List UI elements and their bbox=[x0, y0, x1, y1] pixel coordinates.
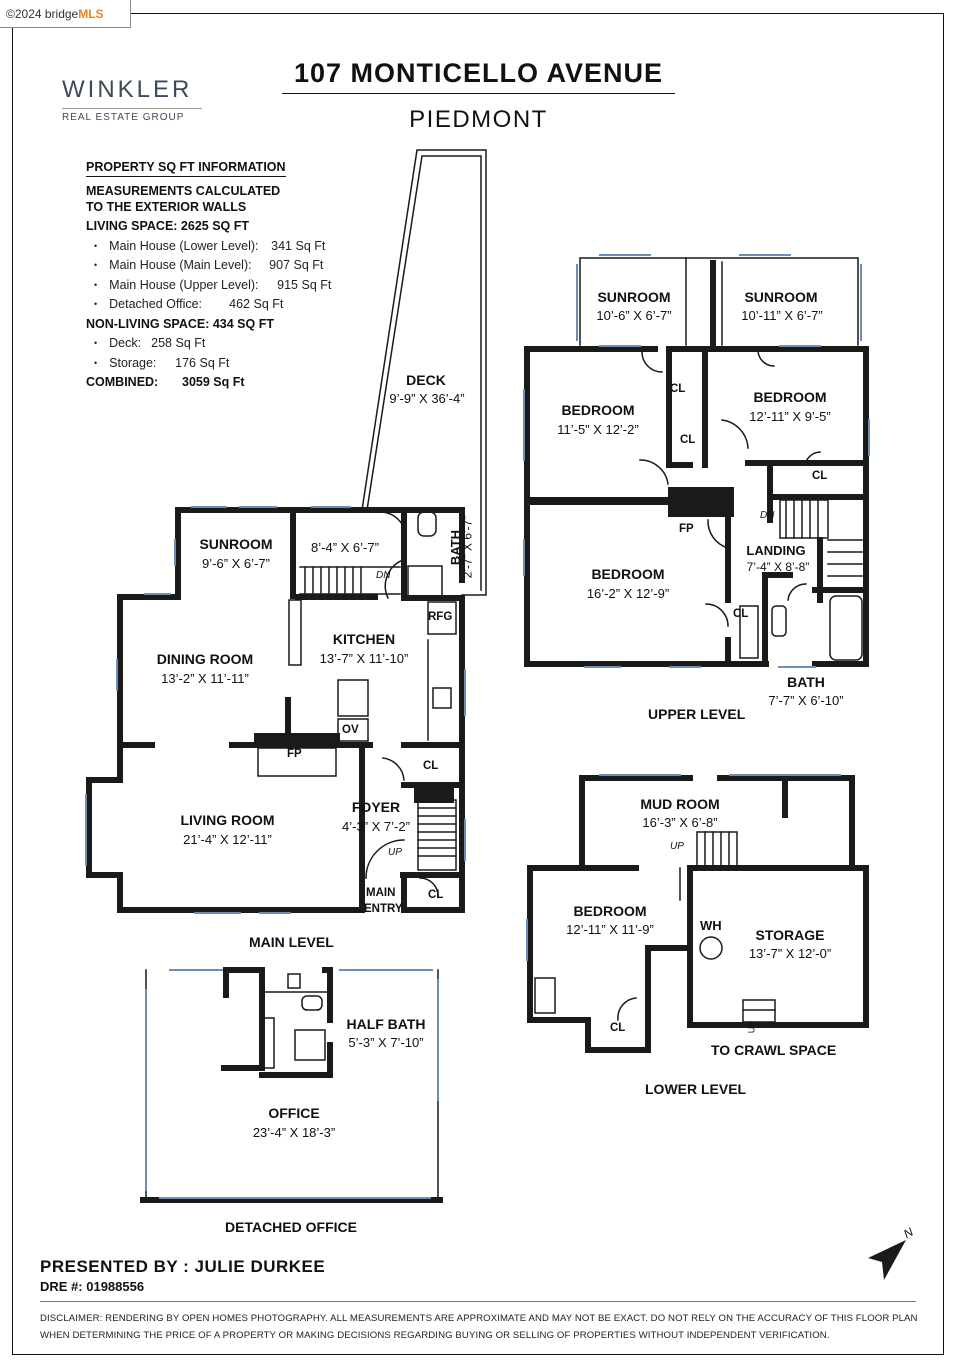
upper-bath-label: BATH bbox=[787, 674, 825, 690]
stair-up-label: UP bbox=[388, 847, 402, 858]
main-fireplace-label: FP bbox=[287, 748, 302, 760]
bedroom-upper-big-label: BEDROOM bbox=[591, 566, 665, 582]
bedroom-lower-label: BEDROOM bbox=[573, 903, 647, 919]
mud-room-dimensions: 16’-3” X 6’-8” bbox=[642, 815, 718, 830]
bedroom-upper-right-label: BEDROOM bbox=[753, 389, 827, 405]
dining-room-label: DINING ROOM bbox=[156, 651, 254, 667]
disclaimer-line-1: DISCLAIMER: RENDERING BY OPEN HOMES PHOT… bbox=[40, 1313, 918, 1324]
sqft-heading: PROPERTY SQ FT INFORMATION bbox=[86, 160, 286, 177]
lower-level-title: LOWER LEVEL bbox=[645, 1081, 747, 1097]
logo-subtitle: REAL ESTATE GROUP bbox=[62, 108, 202, 123]
main-entry-label-2: ENTRY bbox=[364, 903, 403, 915]
living-room-dimensions: 21’-4” X 12’-11” bbox=[183, 832, 272, 847]
dre-number: DRE #: 01988556 bbox=[40, 1279, 145, 1294]
landing-label: LANDING bbox=[746, 543, 806, 558]
crawl-up-label: UP bbox=[746, 1020, 757, 1034]
deck-label: DECK bbox=[406, 372, 446, 388]
storage-label: STORAGE bbox=[755, 927, 825, 943]
oven-label: OV bbox=[342, 724, 359, 736]
page-frame bbox=[12, 13, 944, 1355]
sunroom-upper-right-dimensions: 10’-11” X 6’-7” bbox=[741, 308, 823, 323]
presented-by: PRESENTED BY : JULIE DURKEE bbox=[40, 1257, 326, 1276]
list-item: Detached Office:462 Sq Ft bbox=[86, 295, 366, 315]
entry-closet-label: CL bbox=[428, 889, 444, 901]
dining-room-dimensions: 13’-2” X 11’-11” bbox=[161, 671, 249, 686]
stair-down-label: DN bbox=[376, 570, 391, 581]
bedroom-upper-left-label: BEDROOM bbox=[561, 402, 635, 418]
disclaimer-line-2: WHEN DETERMINING THE PRICE OF A PROPERTY… bbox=[40, 1330, 830, 1341]
lower-stair-up-label: UP bbox=[670, 841, 684, 852]
upper-stair-down-label: DN bbox=[760, 510, 775, 521]
sunroom-main-dimensions: 9’-6” X 6’-7” bbox=[202, 556, 270, 571]
list-item: Main House (Lower Level):341 Sq Ft bbox=[86, 237, 366, 257]
stair-room-dimensions: 8’-4” X 6’-7” bbox=[311, 540, 379, 555]
upper-fireplace-label: FP bbox=[679, 523, 694, 535]
list-item: Main House (Main Level):907 Sq Ft bbox=[86, 256, 366, 276]
kitchen-dimensions: 13’-7” X 11’-10” bbox=[319, 651, 409, 666]
living-space-total: LIVING SPACE: 2625 SQ FT bbox=[86, 219, 250, 233]
property-city: PIEDMONT bbox=[409, 106, 548, 133]
refrigerator-label: RFG bbox=[428, 611, 453, 623]
property-address: 107 MONTICELLO AVENUE bbox=[282, 58, 675, 94]
crawl-space-label: TO CRAWL SPACE bbox=[711, 1042, 837, 1058]
main-entry-label-1: MAIN bbox=[366, 887, 396, 899]
upper-closet-label-1: CL bbox=[670, 383, 686, 395]
sqft-info-panel: PROPERTY SQ FT INFORMATION MEASUREMENTS … bbox=[86, 160, 366, 393]
foyer-label: FOYER bbox=[351, 799, 401, 815]
brokerage-logo: WINKLER REAL ESTATE GROUP bbox=[62, 76, 202, 123]
main-closet-label: CL bbox=[423, 760, 439, 772]
upper-closet-label-4: CL bbox=[733, 608, 749, 620]
storage-dimensions: 13’-7” X 12’-0” bbox=[748, 946, 832, 961]
lower-closet-label: CL bbox=[610, 1022, 626, 1034]
main-bath-dimensions: 2’-7” X 6’-7” bbox=[460, 515, 475, 579]
sqft-note-2: TO THE EXTERIOR WALLS bbox=[86, 200, 247, 214]
bedroom-upper-left-dimensions: 11’-5” X 12’-2” bbox=[557, 422, 639, 437]
water-heater-label: WH bbox=[700, 918, 722, 933]
bedroom-upper-big-dimensions: 16’-2” X 12’-9” bbox=[586, 586, 670, 601]
bedroom-upper-right-dimensions: 12’-11” X 9’-5” bbox=[749, 409, 831, 424]
logo-wordmark: WINKLER bbox=[62, 76, 193, 103]
upper-closet-label-2: CL bbox=[680, 434, 696, 446]
sunroom-main-label: SUNROOM bbox=[199, 536, 273, 552]
mls-watermark: ©2024 bridgeMLS bbox=[0, 0, 131, 28]
combined-total: COMBINED:3059 Sq Ft bbox=[86, 375, 245, 389]
compass-icon bbox=[868, 1240, 906, 1280]
main-level-title: MAIN LEVEL bbox=[249, 934, 334, 950]
list-item: Main House (Upper Level):915 Sq Ft bbox=[86, 276, 366, 296]
sunroom-upper-left-dimensions: 10’-6” X 6’-7” bbox=[596, 308, 672, 323]
landing-dimensions: 7’-4” X 8’-8” bbox=[746, 560, 810, 574]
sunroom-upper-right-label: SUNROOM bbox=[744, 289, 818, 305]
kitchen-label: KITCHEN bbox=[332, 631, 396, 647]
disclaimer: DISCLAIMER: RENDERING BY OPEN HOMES PHOT… bbox=[40, 1310, 920, 1344]
sqft-note-1: MEASUREMENTS CALCULATED bbox=[86, 184, 281, 198]
upper-closet-label-3: CL bbox=[812, 470, 828, 482]
sunroom-upper-left-label: SUNROOM bbox=[597, 289, 671, 305]
bedroom-lower-dimensions: 12’-11” X 11’-9” bbox=[566, 922, 654, 937]
disclaimer-divider bbox=[40, 1301, 916, 1302]
upper-level-title: UPPER LEVEL bbox=[648, 706, 746, 722]
half-bath-label: HALF BATH bbox=[346, 1016, 426, 1032]
deck-dimensions: 9’-9” X 36’-4” bbox=[389, 391, 465, 406]
foyer-dimensions: 4’-3” X 7’-2” bbox=[342, 819, 410, 834]
list-item: Storage:176 Sq Ft bbox=[86, 354, 366, 374]
upper-bath-dimensions: 7’-7” X 6’-10” bbox=[768, 693, 844, 708]
living-room-label: LIVING ROOM bbox=[180, 812, 275, 828]
office-label: OFFICE bbox=[268, 1105, 320, 1121]
list-item: Deck:258 Sq Ft bbox=[86, 334, 366, 354]
half-bath-dimensions: 5’-3” X 7’-10” bbox=[348, 1035, 424, 1050]
office-dimensions: 23’-4” X 18’-3” bbox=[252, 1125, 336, 1140]
nonliving-space-total: NON-LIVING SPACE: 434 SQ FT bbox=[86, 316, 274, 331]
detached-office-title: DETACHED OFFICE bbox=[225, 1219, 357, 1235]
mud-room-label: MUD ROOM bbox=[640, 796, 720, 812]
